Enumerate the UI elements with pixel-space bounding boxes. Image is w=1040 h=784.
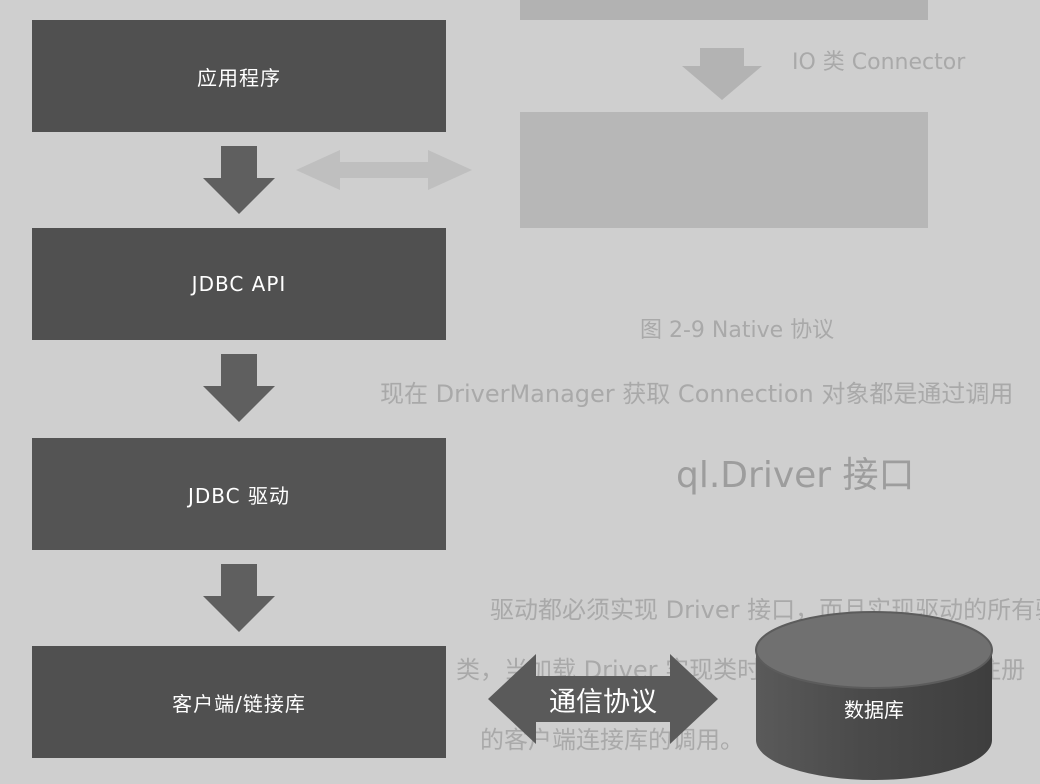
ghost-figure-caption: 图 2-9 Native 协议 (640, 318, 835, 343)
application-box: 应用程序 (32, 20, 446, 132)
ghost-top-right: IO 类 Connector (792, 50, 966, 75)
application-label: 应用程序 (197, 65, 281, 90)
protocol-label: 通信协议 (549, 686, 657, 718)
ghost-line-2: 驱动都必须实现 Driver 接口，而且实现驱动的所有驱 (490, 596, 1040, 624)
database-cylinder-icon (755, 611, 993, 780)
jdbc-api-box: JDBC API (32, 228, 446, 340)
double-arrow-icon (488, 654, 718, 744)
jdbc-api-label: JDBC API (191, 272, 287, 296)
down-arrow-icon (203, 564, 275, 632)
down-arrow-icon (203, 146, 275, 214)
down-arrow-icon (203, 354, 275, 422)
client-library-box: 客户端/链接库 (32, 646, 446, 758)
jdbc-driver-label: JDBC 驱动 (188, 483, 290, 508)
client-library-label: 客户端/链接库 (172, 691, 306, 716)
ghost-line-1: 现在 DriverManager 获取 Connection 对象都是通过调用 (380, 380, 1014, 408)
database-label: 数据库 (844, 697, 904, 722)
jdbc-driver-box: JDBC 驱动 (32, 438, 446, 550)
ghost-heading: ql.Driver 接口 (676, 455, 915, 496)
